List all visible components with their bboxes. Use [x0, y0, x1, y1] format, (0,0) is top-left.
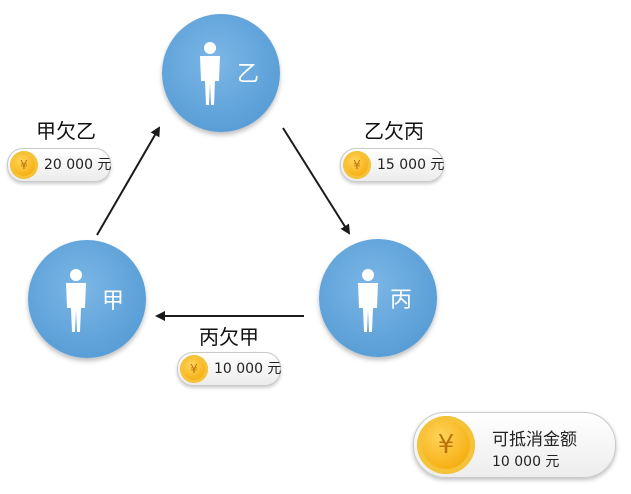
amount-value: 10 000 元: [214, 361, 282, 377]
arrow-yi-to-bing: [282, 127, 351, 235]
node-jia: 甲: [28, 240, 146, 358]
offset-amount-legend: ¥ 可抵消金额 10 000 元: [413, 412, 616, 478]
legend-amount: 10 000 元: [492, 454, 560, 470]
node-yi: 乙: [162, 14, 280, 132]
amount-pill: ¥ 10 000 元: [177, 352, 281, 386]
yuan-coin-icon: ¥: [343, 151, 371, 179]
legend-title: 可抵消金额: [492, 430, 577, 450]
yuan-coin-icon: ¥: [10, 151, 38, 179]
person-icon: [66, 269, 86, 332]
node-bing: 丙: [319, 239, 437, 357]
node-name: 甲: [102, 289, 125, 314]
amount-pill: ¥ 15 000 元: [340, 148, 444, 182]
node-name: 乙: [237, 62, 260, 87]
debt-label: 丙欠甲: [199, 325, 259, 349]
debt-label: 甲欠乙: [36, 119, 96, 143]
amount-value: 15 000 元: [377, 157, 445, 173]
node-name: 丙: [390, 288, 413, 313]
yuan-coin-icon: ¥: [417, 416, 475, 474]
person-icon: [200, 42, 220, 105]
amount-value: 20 000 元: [44, 157, 112, 173]
debt-label: 乙欠丙: [364, 119, 424, 143]
yuan-coin-icon: ¥: [180, 355, 208, 383]
person-icon: [358, 269, 378, 332]
amount-pill: ¥ 20 000 元: [7, 148, 111, 182]
arrow-jia-to-yi: [96, 126, 161, 236]
